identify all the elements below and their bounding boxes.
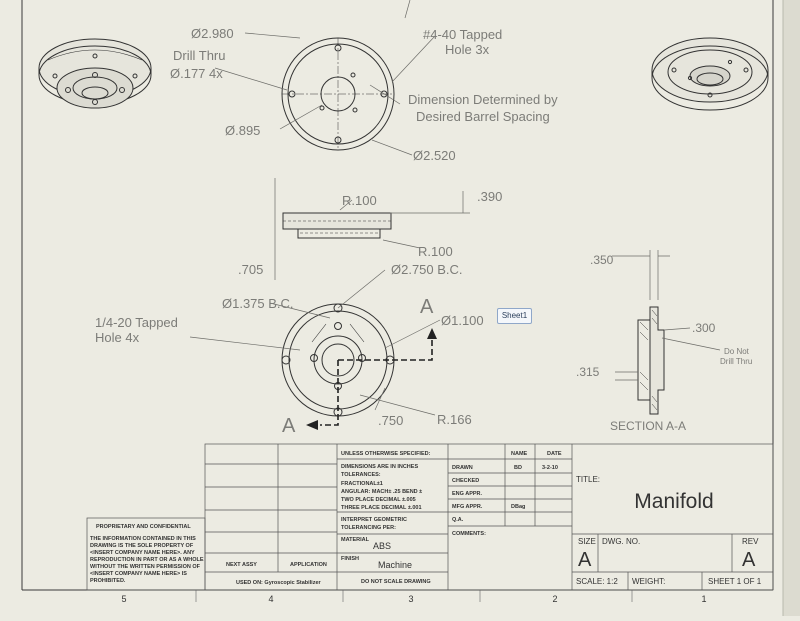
- side-view: [282, 212, 392, 239]
- dim-d390: .390: [477, 189, 502, 204]
- tb-proprietary: PROPRIETARY AND CONFIDENTIAL: [96, 524, 191, 530]
- tb-scale: SCALE: 1:2: [576, 577, 618, 586]
- tb-interpret1: INTERPRET GEOMETRIC: [341, 517, 407, 523]
- tb-material: ABS: [373, 541, 391, 551]
- tb-name-hdr: NAME: [511, 451, 528, 457]
- tb-weight: WEIGHT:: [632, 577, 665, 586]
- zone-4: 4: [268, 594, 273, 604]
- zone-ticks: [195, 590, 633, 602]
- dim-d177: Ø.177 4x: [170, 66, 223, 81]
- window-edge: [783, 0, 800, 616]
- dim-d2980: Ø2.980: [191, 26, 234, 41]
- tb-prop-line-3: <INSERT COMPANY NAME HERE>. ANY: [90, 550, 195, 556]
- dim-d1100: Ø1.100: [441, 313, 484, 328]
- note-do-not: Do Not: [724, 347, 750, 356]
- tb-drawn-name: BD: [514, 465, 522, 471]
- sheet-tooltip: Sheet1: [497, 308, 532, 324]
- section-label-a-bottom: A: [282, 415, 296, 437]
- dim-d315: .315: [576, 365, 600, 379]
- tb-comments: COMMENTS:: [452, 531, 486, 537]
- tb-size: A: [578, 549, 592, 571]
- tb-dwg-no: DWG. NO.: [602, 537, 640, 546]
- dim-d350: .350: [590, 253, 614, 267]
- dim-tapped-420: 1/4-20 Tapped: [95, 315, 178, 330]
- zone-1: 1: [701, 594, 706, 604]
- note-drill-thru: Drill Thru: [720, 357, 752, 366]
- tb-mfg-name: DBag: [511, 504, 525, 510]
- tb-drawn-date: 3-2-10: [542, 465, 558, 471]
- section-view: [637, 306, 665, 415]
- tb-rev: A: [742, 549, 756, 571]
- tb-application: APPLICATION: [290, 562, 327, 568]
- section-title: SECTION A-A: [610, 419, 686, 433]
- iso-view-left: [38, 38, 152, 109]
- tb-prop-line-5: WITHOUT THE WRITTEN PERMISSION OF: [90, 564, 201, 570]
- tb-qa: Q.A.: [452, 517, 464, 523]
- tb-date-hdr: DATE: [547, 451, 562, 457]
- tb-finish-label: FINISH: [341, 556, 359, 562]
- top-view-leaders: [214, 0, 436, 156]
- top-view: [281, 37, 395, 151]
- tb-prop-line-7: PROHIBITED.: [90, 578, 126, 584]
- tb-mfg-appr: MFG APPR.: [452, 504, 483, 510]
- side-view-leaders: [274, 178, 470, 280]
- tb-prop-line-6: <INSERT COMPANY NAME HERE> IS: [90, 571, 187, 577]
- tb-interpret2: TOLERANCING PER:: [341, 525, 396, 531]
- drawing-title: Manifold: [634, 490, 713, 513]
- tb-title-label: TITLE:: [576, 475, 600, 484]
- tb-drawn: DRAWN: [452, 465, 473, 471]
- dim-drill-thru: Drill Thru: [173, 48, 226, 63]
- dim-r166: R.166: [437, 412, 472, 427]
- arrow-a-left: [306, 420, 318, 430]
- dim-r100b: R.100: [418, 244, 453, 259]
- dim-d895: Ø.895: [225, 123, 260, 138]
- tb-eng-appr: ENG APPR.: [452, 491, 483, 497]
- zone-2: 2: [552, 594, 557, 604]
- dim-tapped-440: #4-40 Tapped: [423, 27, 502, 42]
- tb-finish: Machine: [378, 560, 412, 570]
- dim-hole3x: Hole 3x: [445, 42, 490, 57]
- dim-d750: .750: [378, 413, 403, 428]
- tb-material-label: MATERIAL: [341, 537, 370, 543]
- dim-d300: .300: [692, 321, 716, 335]
- section-cut-line: [320, 336, 433, 426]
- zone-5: 5: [121, 594, 126, 604]
- bottom-view-leaders: [189, 269, 441, 416]
- tb-sheet: SHEET 1 OF 1: [708, 577, 762, 586]
- tb-rev-label: REV: [742, 537, 759, 546]
- tb-size-label: SIZE: [578, 537, 596, 546]
- dim-d705: .705: [238, 262, 263, 277]
- tb-checked: CHECKED: [452, 478, 479, 484]
- note-dimension-determined: Dimension Determined by: [408, 92, 558, 107]
- tb-three-place: THREE PLACE DECIMAL ±.001: [341, 505, 422, 511]
- dim-d1375: Ø1.375 B.C.: [222, 296, 294, 311]
- tb-unless: UNLESS OTHERWISE SPECIFIED:: [341, 451, 431, 457]
- tb-prop-line-2: DRAWING IS THE SOLE PROPERTY OF: [90, 543, 194, 549]
- dim-r100a: R.100: [342, 193, 377, 208]
- arrow-a-up: [427, 328, 437, 339]
- tb-do-not-scale: DO NOT SCALE DRAWING: [361, 579, 431, 585]
- zone-3: 3: [408, 594, 413, 604]
- tb-used-on: USED ON: Gyroscopic Stabilizer: [236, 580, 322, 586]
- tb-dims-inches: DIMENSIONS ARE IN INCHES: [341, 464, 418, 470]
- tb-fractional: FRACTIONAL±1: [341, 481, 383, 487]
- tb-prop-line-4: REPRODUCTION IN PART OR AS A WHOLE: [90, 557, 204, 563]
- section-view-leaders: [612, 250, 721, 381]
- dim-d2520: Ø2.520: [413, 148, 456, 163]
- note-barrel-spacing: Desired Barrel Spacing: [416, 109, 550, 124]
- tb-two-place: TWO PLACE DECIMAL ±.005: [341, 497, 416, 503]
- title-block: [86, 443, 774, 591]
- iso-view-right: [651, 37, 769, 111]
- tb-tolerances: TOLERANCES:: [341, 472, 381, 478]
- tb-prop-line-1: THE INFORMATION CONTAINED IN THIS: [90, 536, 196, 542]
- dim-hole4x: Hole 4x: [95, 330, 140, 345]
- tb-angular: ANGULAR: MACH± .25 BEND ±: [341, 489, 422, 495]
- section-label-a-top: A: [420, 296, 434, 318]
- dim-d2750: Ø2.750 B.C.: [391, 262, 463, 277]
- tb-next-assy: NEXT ASSY: [226, 562, 257, 568]
